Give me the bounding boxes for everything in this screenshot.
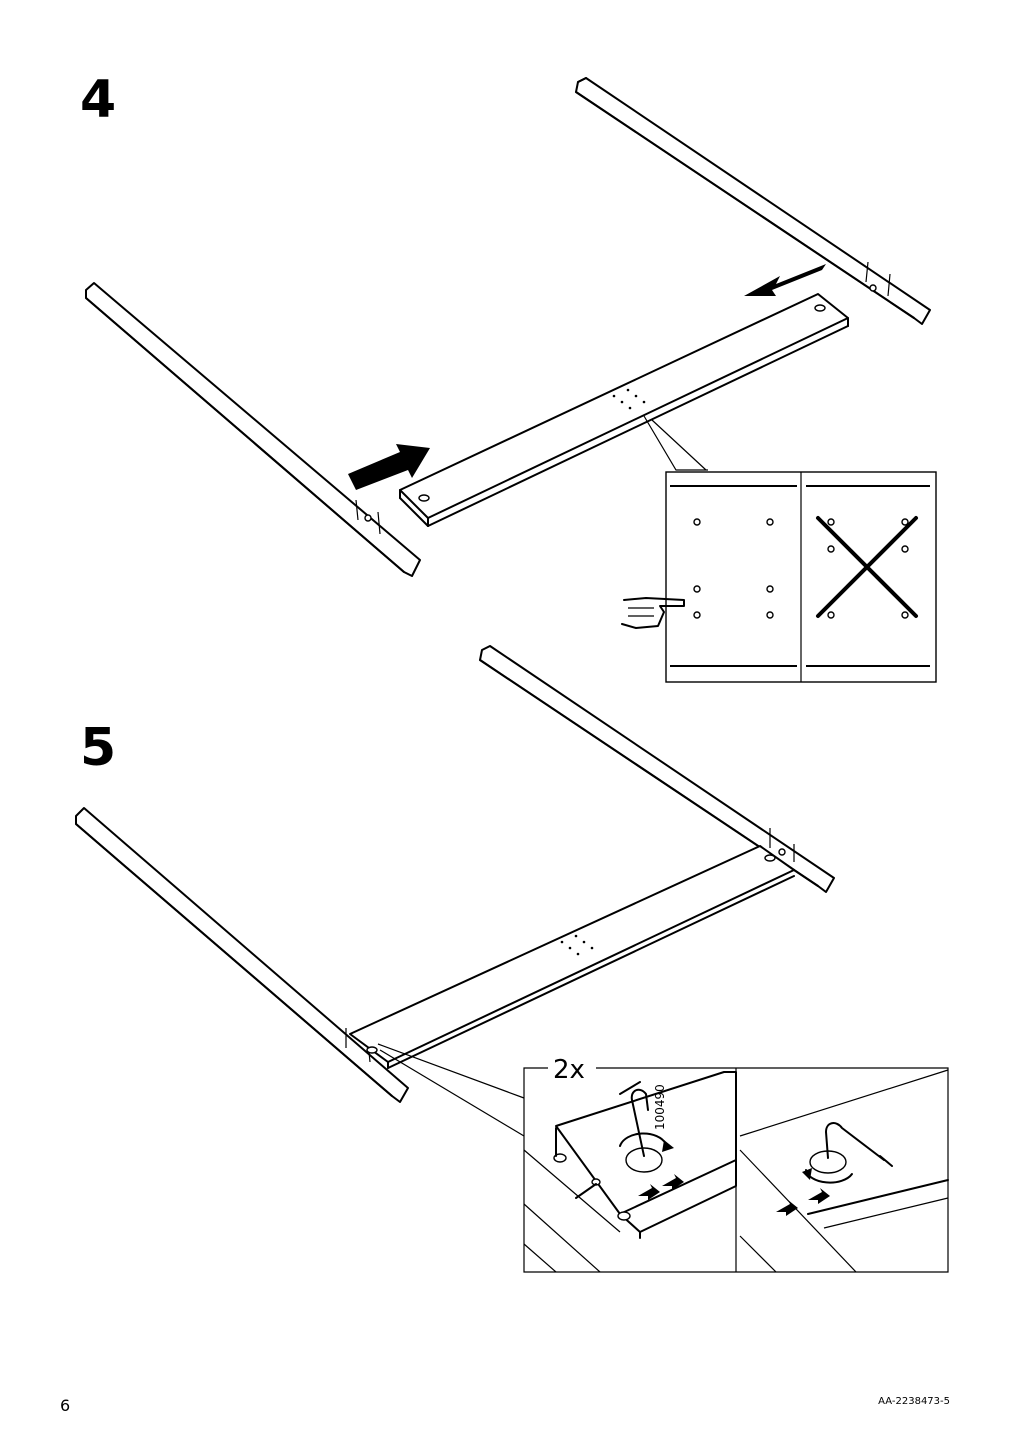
step5-center-board (349, 845, 795, 1069)
step5-right-rail (479, 645, 835, 893)
push-arrows-icon (638, 1174, 830, 1216)
step4-callout-leader (643, 415, 708, 471)
pointing-hand-icon (621, 597, 685, 629)
step5-left-rail (75, 807, 409, 1103)
wrong-cross-icon (816, 516, 918, 618)
step4-center-board (399, 293, 849, 527)
step4-detail-panel (665, 471, 937, 683)
page-number: 6 (60, 1396, 71, 1415)
arrow-left-icon (744, 264, 826, 296)
multiplier-label: 2x (553, 1055, 585, 1085)
step-4-number: 4 (80, 70, 117, 130)
document-code: AA-2238473-5 (878, 1396, 950, 1407)
step4-right-rail (575, 77, 931, 325)
step5-detail-panel (523, 1067, 949, 1273)
step5-callout-leader (377, 1043, 525, 1099)
step-5-number: 5 (80, 718, 117, 778)
arrow-right-icon (348, 444, 430, 490)
step4-left-rail (85, 282, 421, 577)
tool-code-label: 100490 (653, 1084, 667, 1130)
